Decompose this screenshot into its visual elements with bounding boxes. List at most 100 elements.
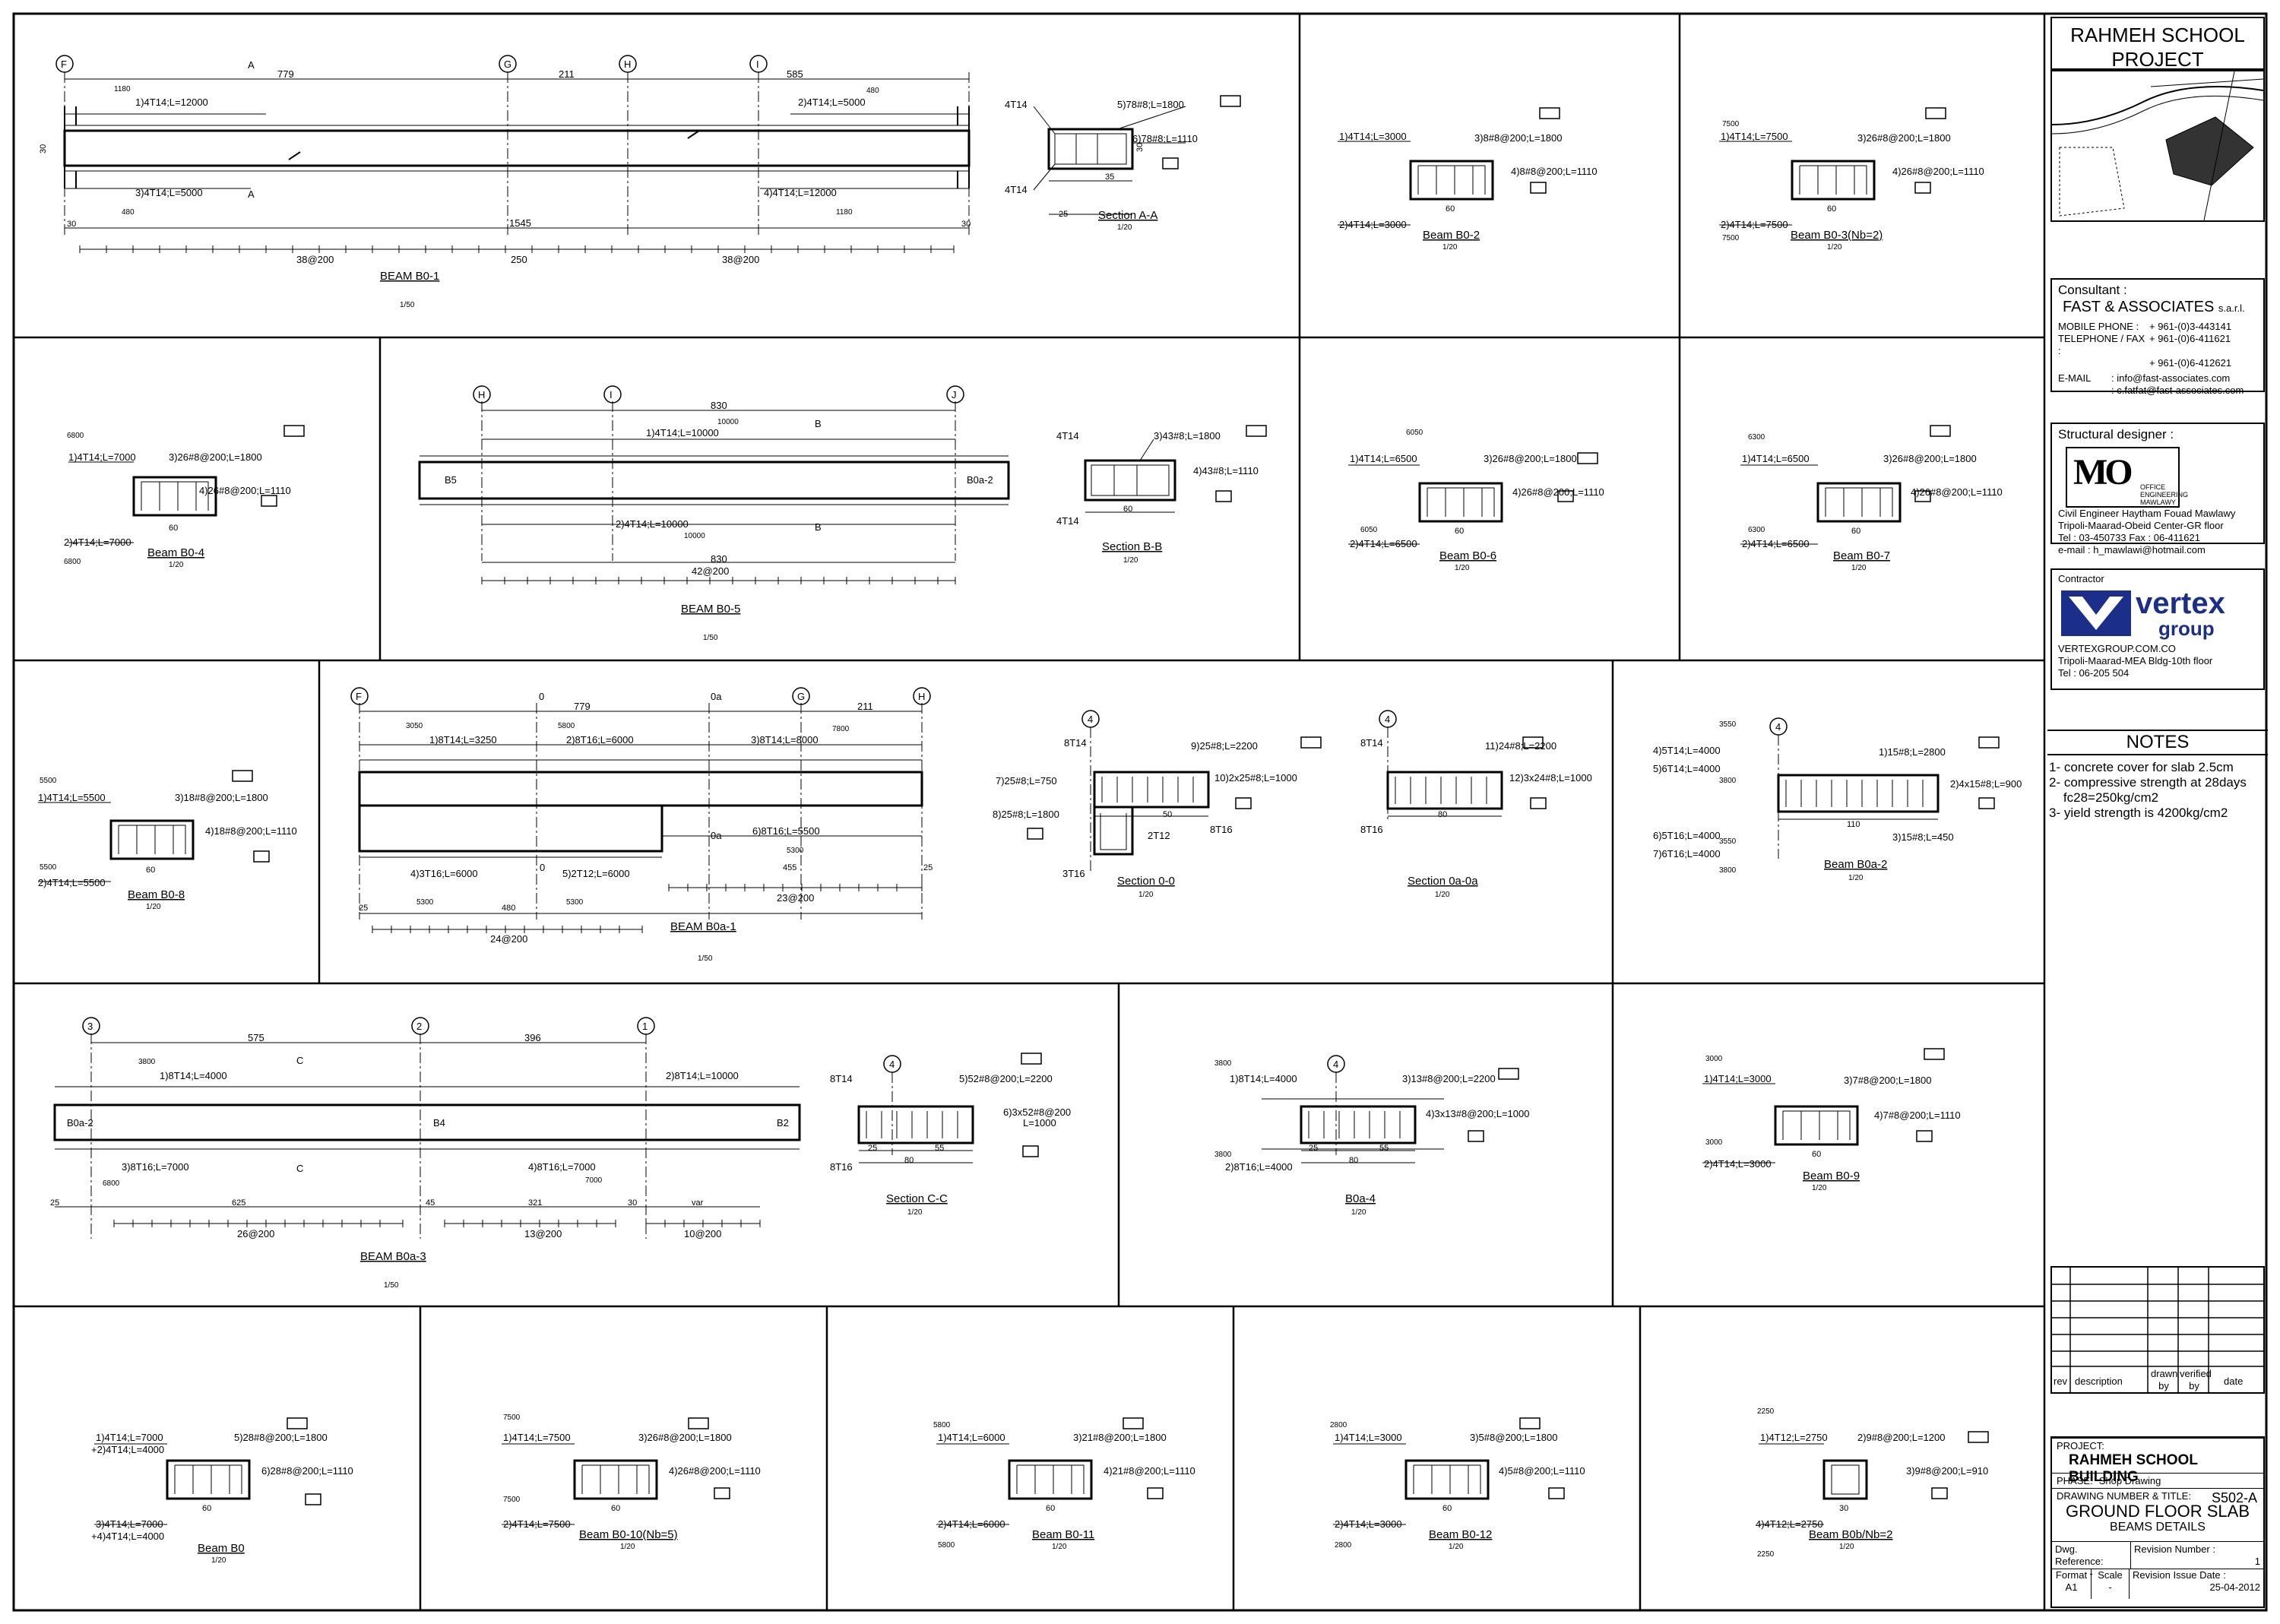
svg-text:3800: 3800: [1719, 866, 1737, 875]
stirrup-shape-icons: [232, 95, 2000, 1505]
svg-text:8T16: 8T16: [830, 1161, 853, 1173]
svg-text:42@200: 42@200: [692, 565, 729, 577]
section-0a-0a: [1379, 710, 1503, 821]
svg-text:4T14: 4T14: [1005, 184, 1028, 195]
svg-text:var: var: [692, 1198, 704, 1208]
svg-text:25: 25: [50, 1198, 59, 1208]
svg-text:4T14: 4T14: [1056, 515, 1079, 527]
svg-text:830: 830: [711, 400, 727, 411]
svg-text:1)4T14;L=7500: 1)4T14;L=7500: [1721, 131, 1788, 142]
svg-text:6800: 6800: [103, 1179, 120, 1188]
svg-text:C: C: [296, 1163, 303, 1174]
note-line: 2- compressive strength at 28days: [2049, 775, 2247, 790]
svg-text:6800: 6800: [64, 558, 81, 566]
contractor-block: Contractor vertex group VERTEXGROUP.COM.…: [2050, 568, 2265, 690]
svg-text:Beam B0-12: Beam B0-12: [1429, 1528, 1492, 1541]
svg-text:Beam B0a-2: Beam B0a-2: [1824, 858, 1887, 871]
svg-text:5)2T12;L=6000: 5)2T12;L=6000: [562, 868, 630, 879]
drawing-info-block: PROJECT: RAHMEH SCHOOL BUILDING PHASE:Sh…: [2050, 1436, 2265, 1608]
svg-text:30: 30: [961, 220, 971, 229]
svg-text:2250: 2250: [1757, 1407, 1775, 1416]
svg-text:3800: 3800: [138, 1058, 156, 1066]
svg-text:2)4T14;L=7500: 2)4T14;L=7500: [503, 1518, 571, 1530]
svg-text:4)26#8@200;L=1110: 4)26#8@200;L=1110: [1911, 486, 2003, 498]
svg-text:4)3x13#8@200;L=1000: 4)3x13#8@200;L=1000: [1426, 1108, 1529, 1119]
svg-text:7500: 7500: [1722, 234, 1740, 242]
svg-text:6)28#8@200;L=1110: 6)28#8@200;L=1110: [261, 1465, 353, 1477]
svg-text:55: 55: [1379, 1144, 1389, 1153]
svg-text:5800: 5800: [938, 1541, 955, 1550]
svg-text:2)4x15#8;L=900: 2)4x15#8;L=900: [1950, 778, 2022, 790]
stirrup-label: 250: [511, 254, 527, 265]
svg-text:8T16: 8T16: [1210, 824, 1233, 835]
span-label: 211: [559, 68, 575, 80]
rev-header: description: [2075, 1375, 2123, 1387]
contractor-logo: vertex group: [2061, 588, 2257, 638]
svg-text:4)7#8@200;L=1110: 4)7#8@200;L=1110: [1874, 1110, 1961, 1121]
svg-text:H: H: [918, 691, 925, 702]
bar-label: 4)8T16;L=7000: [528, 1161, 596, 1173]
svg-text:1/50: 1/50: [698, 954, 713, 963]
svg-text:7500: 7500: [503, 1496, 521, 1504]
beam-b0-5-elevation: [418, 385, 1010, 584]
svg-text:2)4T14;L=6500: 2)4T14;L=6500: [1742, 538, 1810, 549]
bar-label: 1)4T14;L=12000: [135, 97, 208, 108]
svg-text:60: 60: [1455, 527, 1464, 536]
svg-text:7000: 7000: [585, 1176, 603, 1185]
svg-text:23@200: 23@200: [777, 892, 814, 904]
beam-b0a-2-section: [1769, 717, 1940, 859]
svg-text:1)15#8;L=2800: 1)15#8;L=2800: [1879, 746, 1946, 758]
svg-text:1)4T14;L=3000: 1)4T14;L=3000: [1339, 131, 1407, 142]
revision-table: rev description drawn by verified by dat…: [2050, 1266, 2265, 1394]
svg-text:3)4T14;L=7000: 3)4T14;L=7000: [96, 1518, 163, 1530]
svg-text:830: 830: [711, 553, 727, 565]
svg-text:25: 25: [1309, 1144, 1318, 1153]
svg-text:80: 80: [1438, 810, 1447, 819]
svg-text:3)26#8@200;L=1800: 3)26#8@200;L=1800: [169, 451, 262, 463]
svg-text:2)9#8@200;L=1200: 2)9#8@200;L=1200: [1857, 1432, 1946, 1443]
drawing-title: GROUND FLOOR SLAB: [2065, 1502, 2250, 1521]
svg-text:8T14: 8T14: [1064, 737, 1087, 749]
svg-text:8)25#8;L=1800: 8)25#8;L=1800: [993, 809, 1059, 820]
svg-text:5500: 5500: [40, 863, 57, 872]
designer-logo: MO OFFICE ENGINEERING MAWLAWY: [2066, 447, 2188, 508]
svg-text:B5: B5: [445, 474, 457, 486]
svg-text:B: B: [815, 521, 822, 533]
svg-text:2)8T16;L=6000: 2)8T16;L=6000: [566, 734, 634, 746]
project-name: RAHMEH SCHOOL BUILDING: [2069, 1452, 2198, 1485]
site-plan-thumbnail: [2050, 70, 2265, 222]
svg-text:30: 30: [39, 144, 48, 154]
svg-text:3)8#8@200;L=1800: 3)8#8@200;L=1800: [1474, 132, 1563, 144]
svg-text:60: 60: [1442, 1504, 1452, 1513]
axis-label: F: [61, 59, 67, 70]
svg-text:60: 60: [611, 1504, 620, 1513]
consultant-block: Consultant : FAST & ASSOCIATES s.a.r.l. …: [2050, 278, 2265, 396]
svg-text:55: 55: [935, 1144, 944, 1153]
svg-text:3800: 3800: [1214, 1151, 1232, 1159]
note-line: 1- concrete cover for slab 2.5cm: [2049, 760, 2234, 774]
section-0a-0a-labels: 4 8T14 8T16 11)24#8;L=2200 12)3x24#8;L=1…: [1360, 714, 1592, 899]
svg-text:480: 480: [122, 208, 135, 217]
section-a-a: [1033, 106, 1186, 215]
svg-text:4)26#8@200;L=1110: 4)26#8@200;L=1110: [669, 1465, 761, 1477]
svg-text:7800: 7800: [832, 725, 850, 733]
svg-text:2)4T14;L=5500: 2)4T14;L=5500: [38, 877, 106, 888]
svg-text:575: 575: [248, 1032, 264, 1043]
svg-text:5300: 5300: [787, 847, 804, 855]
section-title: Section A-A: [1098, 209, 1157, 222]
svg-text:10000: 10000: [684, 532, 705, 540]
svg-text:396: 396: [524, 1032, 541, 1043]
bar-label: 2)8T14;L=10000: [666, 1070, 739, 1081]
svg-text:Beam B0-9: Beam B0-9: [1803, 1170, 1860, 1182]
svg-text:5800: 5800: [933, 1421, 951, 1429]
sheet-border: [12, 12, 2268, 1612]
svg-text:3000: 3000: [1705, 1138, 1723, 1147]
stirrup-label: 38@200: [296, 254, 334, 265]
span-label: 779: [277, 68, 294, 80]
svg-text:3)21#8@200;L=1800: 3)21#8@200;L=1800: [1073, 1432, 1167, 1443]
contractor-label: Contractor: [2058, 573, 2104, 584]
project-title-line-1: RAHMEH SCHOOL: [2070, 24, 2245, 46]
svg-text:5)28#8@200;L=1800: 5)28#8@200;L=1800: [234, 1432, 328, 1443]
svg-text:1/50: 1/50: [703, 634, 718, 642]
svg-text:3: 3: [87, 1021, 93, 1032]
